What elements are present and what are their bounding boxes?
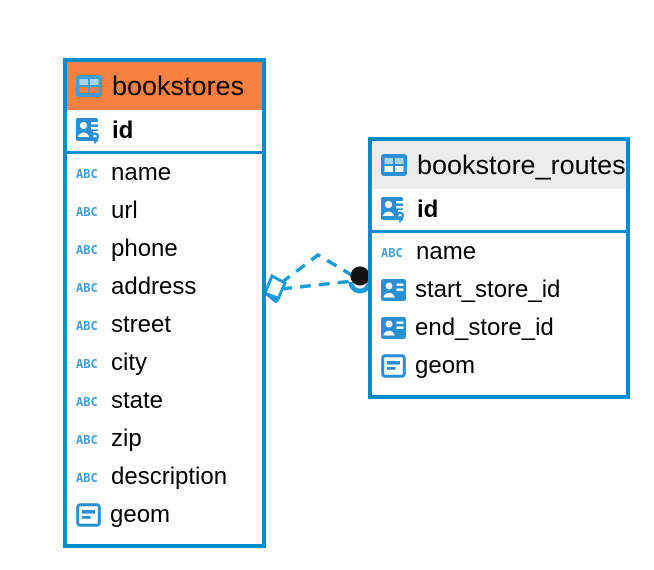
field-label: street — [111, 311, 172, 338]
field-row[interactable]: ABC address — [67, 268, 262, 306]
field-label: address — [111, 273, 197, 300]
field-row[interactable]: ABC phone — [67, 230, 262, 268]
field-row[interactable]: ABC city — [67, 344, 262, 382]
geometry-icon — [76, 503, 101, 527]
field-label: id — [112, 116, 134, 144]
field-label: start_store_id — [415, 276, 561, 303]
field-row[interactable]: ABC zip — [67, 420, 262, 458]
field-row[interactable]: ABC description — [67, 458, 262, 496]
entity-header-bookstore-routes[interactable]: bookstore_routes — [372, 141, 626, 189]
text-abc-icon: ABC — [76, 205, 98, 218]
field-label: name — [416, 238, 477, 265]
entity-header-bookstores[interactable]: bookstores — [67, 62, 262, 110]
svg-text:ABC: ABC — [76, 319, 98, 332]
field-label: id — [417, 195, 439, 223]
relationship-line-lower — [280, 279, 354, 291]
table-icon — [76, 75, 102, 97]
entity-bookstores[interactable]: bookstores id ABC name — [63, 58, 266, 548]
field-label: name — [111, 159, 172, 186]
svg-text:ABC: ABC — [76, 167, 98, 180]
field-row[interactable]: ABC name — [372, 233, 626, 271]
field-row[interactable]: ABC state — [67, 382, 262, 420]
field-row[interactable]: ABC name — [67, 154, 262, 192]
entity-bookstore-routes[interactable]: bookstore_routes id ABC name — [368, 137, 630, 399]
text-abc-icon: ABC — [76, 281, 98, 294]
entity-title: bookstore_routes — [417, 149, 626, 180]
text-abc-icon: ABC — [76, 243, 98, 256]
svg-text:ABC: ABC — [76, 205, 98, 218]
svg-text:ABC: ABC — [381, 246, 403, 259]
field-row[interactable]: id — [67, 110, 262, 154]
field-row[interactable]: start_store_id — [372, 271, 626, 309]
svg-text:ABC: ABC — [76, 357, 98, 370]
table-icon — [381, 154, 407, 176]
text-abc-icon: ABC — [76, 357, 98, 370]
field-row[interactable]: ABC street — [67, 306, 262, 344]
field-row[interactable]: geom — [67, 496, 262, 534]
field-label: geom — [110, 501, 171, 528]
field-label: zip — [111, 425, 142, 452]
foreign-key-icon — [381, 279, 406, 301]
text-abc-icon: ABC — [76, 395, 98, 408]
svg-text:ABC: ABC — [76, 471, 98, 484]
text-abc-icon: ABC — [76, 319, 98, 332]
field-row[interactable]: end_store_id — [372, 309, 626, 347]
foreign-key-icon — [381, 317, 406, 339]
svg-text:ABC: ABC — [76, 395, 98, 408]
relationship-line-upper — [279, 252, 356, 285]
primary-key-icon — [381, 196, 404, 222]
field-label: url — [111, 197, 138, 224]
geometry-icon — [381, 354, 406, 378]
svg-text:ABC: ABC — [76, 243, 98, 256]
text-abc-icon: ABC — [381, 246, 403, 259]
field-label: end_store_id — [415, 314, 554, 341]
field-row[interactable]: id — [372, 189, 626, 233]
field-row[interactable]: ABC url — [67, 192, 262, 230]
filled-circle-marker[interactable] — [348, 266, 372, 294]
primary-key-icon — [76, 117, 99, 143]
text-abc-icon: ABC — [76, 471, 98, 484]
text-abc-icon: ABC — [76, 433, 98, 446]
svg-text:ABC: ABC — [76, 433, 98, 446]
field-row[interactable]: geom — [372, 347, 626, 385]
entity-title: bookstores — [112, 70, 245, 101]
field-label: geom — [415, 352, 476, 379]
diamond-crowsfoot-marker[interactable] — [263, 273, 287, 304]
field-label: city — [111, 349, 147, 376]
field-label: description — [111, 463, 228, 490]
text-abc-icon: ABC — [76, 167, 98, 180]
svg-text:ABC: ABC — [76, 281, 98, 294]
field-label: state — [111, 387, 164, 414]
field-label: phone — [111, 235, 178, 262]
